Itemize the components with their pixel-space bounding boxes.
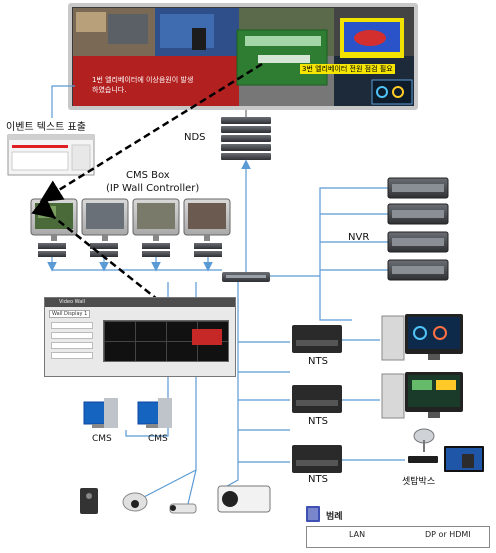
cms-pc-2 [137,398,172,428]
cms-label-2: CMS [148,434,168,444]
video-wall-grid [103,320,229,362]
nvr-label: NVR [348,232,370,243]
video-wall-window: Video Wall Wall Display 1 [44,297,236,377]
legend-title: 범례 [326,512,343,522]
satellite-dish-icon [413,428,435,452]
thermal-camera-icon [217,485,271,513]
bullet-camera-icon [169,503,197,514]
nts-pc-1 [381,314,463,361]
nds-server [221,117,271,160]
legend-dp-hdmi-label: DP or HDMI [425,530,471,539]
video-wall-window-title: Video Wall [45,298,235,307]
nts-label-2: NTS [308,416,328,427]
nds-label: NDS [184,132,206,143]
cms-label-1: CMS [92,434,112,444]
intercom-icon [80,488,98,514]
wall-event-message: 1번 엘리베이터에 이상음원이 발생 하였습니다. [92,76,194,94]
legend-lan-label: LAN [349,530,366,539]
legend-box: LAN DP or HDMI [306,526,490,548]
cms-pc-1 [83,398,118,428]
video-wall-display [68,3,418,110]
nts-units [292,325,342,473]
settop-box-label: 셋탑박스 [402,477,436,487]
nts-label-3: NTS [308,474,328,485]
ip-wall-controller-label: (IP Wall Controller) [106,183,200,194]
legend-book-icon [306,506,320,522]
video-wall-tab[interactable]: Wall Display 1 [49,310,91,318]
dome-camera-icon [122,492,148,512]
event-text-screenshot [7,134,95,176]
event-callout-line [51,85,75,118]
event-text-label: 이벤트 텍스트 표출 [6,122,86,133]
nvr-servers [387,177,449,281]
settop-box-tv [408,446,484,472]
network-switch [222,272,270,282]
cms-box-label: CMS Box [126,170,170,181]
nts-label-1: NTS [308,356,328,367]
cms-box-monitors [30,198,231,241]
video-wall-selected-cell[interactable] [192,329,222,345]
wall-event-message-2: 3번 엘리베이터 전원 점검 필요 [300,64,395,74]
nts-pc-2 [381,372,463,419]
cms-box-units [38,243,222,257]
